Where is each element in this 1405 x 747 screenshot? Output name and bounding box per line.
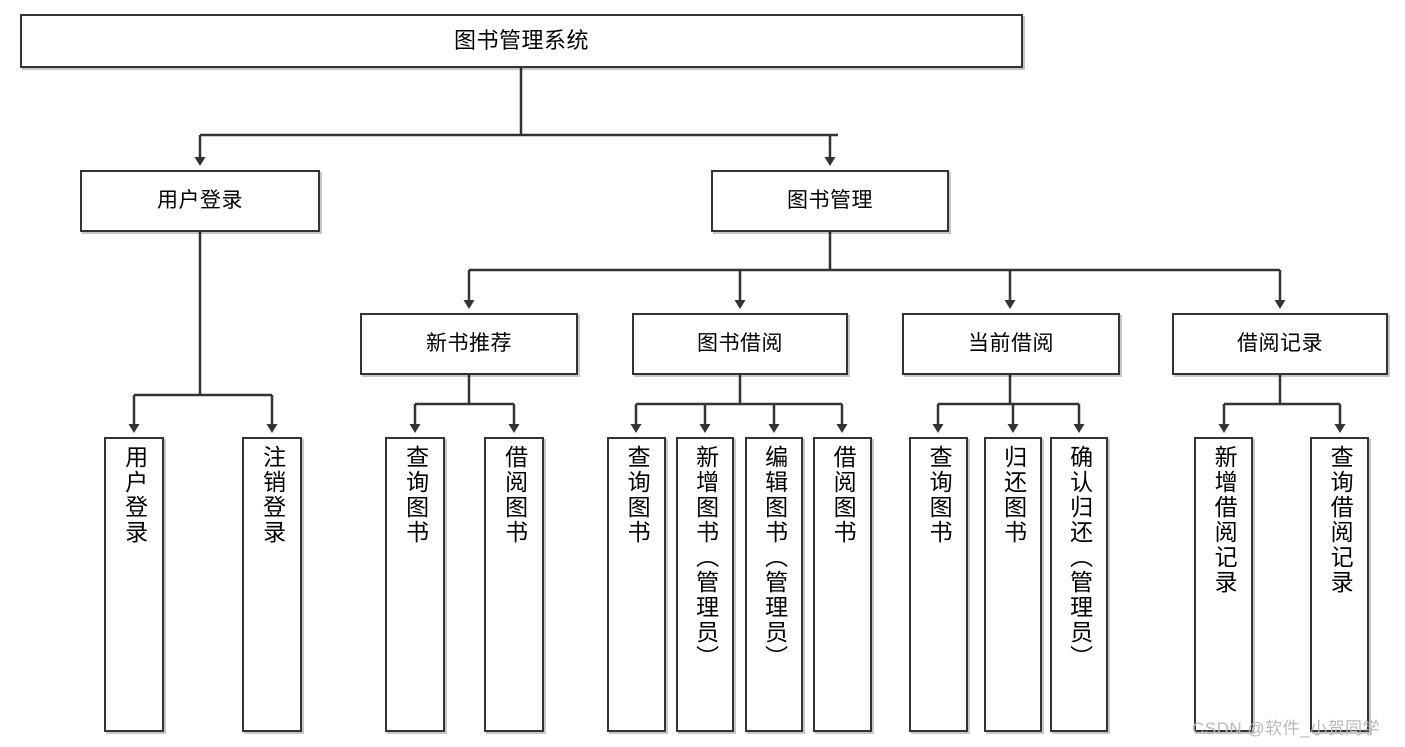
node-leaf-add-book-label: 新增图书（管理员） [692,445,719,670]
node-root-label: 图书管理系统 [453,27,589,53]
node-leaf-borrow-book-label: 借阅图书 [830,445,857,545]
node-leaf-borrow-book-rec[interactable]: 借阅图书 [484,437,544,732]
node-book-borrow-label: 图书借阅 [697,332,783,356]
node-leaf-borrow-book-rec-label: 借阅图书 [501,445,528,545]
node-book-manage[interactable]: 图书管理 [711,170,949,232]
node-leaf-query-book-cur-label: 查询图书 [926,445,953,545]
node-new-book-recommend-label: 新书推荐 [426,332,512,356]
node-leaf-query-book-rec-label: 查询图书 [402,445,429,545]
node-current-borrow-label: 当前借阅 [968,332,1054,356]
node-leaf-add-book[interactable]: 新增图书（管理员） [676,437,734,732]
node-leaf-add-record[interactable]: 新增借阅记录 [1194,437,1253,732]
node-leaf-confirm-return[interactable]: 确认归还（管理员） [1050,437,1108,732]
node-leaf-borrow-book[interactable]: 借阅图书 [813,437,872,732]
node-borrow-record-label: 借阅记录 [1237,332,1323,356]
node-borrow-record[interactable]: 借阅记录 [1172,313,1388,375]
node-leaf-logout-label: 注销登录 [259,445,286,545]
node-leaf-query-record-label: 查询借阅记录 [1327,445,1354,595]
node-leaf-edit-book[interactable]: 编辑图书（管理员） [745,437,803,732]
node-leaf-return-book[interactable]: 归还图书 [984,437,1042,732]
node-leaf-query-book-borrow-label: 查询图书 [624,445,651,545]
node-leaf-logout[interactable]: 注销登录 [242,437,302,732]
node-user-login-label: 用户登录 [157,189,243,213]
node-book-manage-label: 图书管理 [787,189,873,213]
node-leaf-return-book-label: 归还图书 [1000,445,1027,545]
node-user-login[interactable]: 用户登录 [80,170,320,232]
node-leaf-edit-book-label: 编辑图书（管理员） [761,445,788,670]
node-new-book-recommend[interactable]: 新书推荐 [360,313,578,375]
node-leaf-add-record-label: 新增借阅记录 [1211,445,1238,595]
node-leaf-query-book-rec[interactable]: 查询图书 [385,437,445,732]
node-leaf-query-record[interactable]: 查询借阅记录 [1310,437,1369,732]
node-leaf-query-book-borrow[interactable]: 查询图书 [607,437,666,732]
node-leaf-user-login[interactable]: 用户登录 [104,437,164,732]
node-leaf-user-login-label: 用户登录 [121,445,148,545]
node-leaf-confirm-return-label: 确认归还（管理员） [1066,445,1093,670]
node-current-borrow[interactable]: 当前借阅 [902,313,1120,375]
node-root[interactable]: 图书管理系统 [20,14,1023,68]
node-leaf-query-book-cur[interactable]: 查询图书 [909,437,968,732]
node-book-borrow[interactable]: 图书借阅 [632,313,848,375]
